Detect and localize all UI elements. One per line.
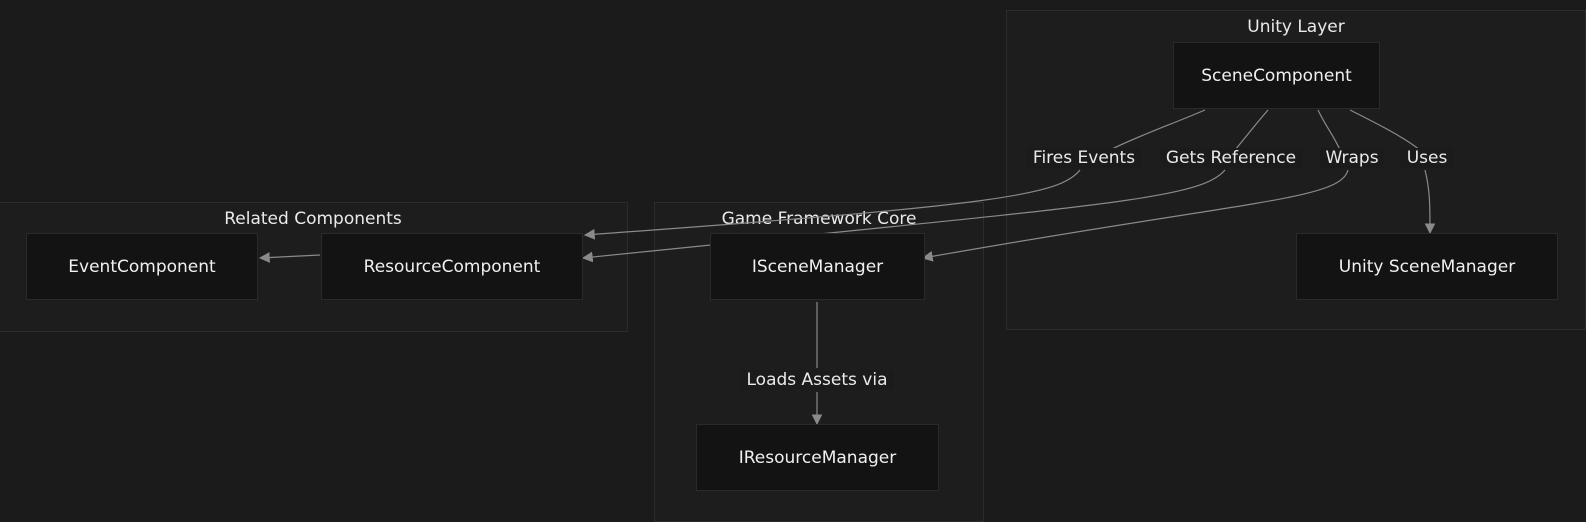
edge-label-gets-reference: Gets Reference [1159,148,1303,168]
edge-uses [1349,109,1430,233]
node-event-component[interactable]: EventComponent [26,233,258,300]
cluster-title-unity-layer: Unity Layer [1247,17,1345,37]
edge-resourcecomponent-to-eventcomponent [258,252,321,263]
edge-label-wraps: Wraps [1319,148,1385,168]
node-unity-scene-manager[interactable]: Unity SceneManager [1296,233,1558,300]
edge-label-loads-assets-via: Loads Assets via [740,370,894,390]
edge-label-uses: Uses [1400,148,1454,168]
cluster-title-related-components: Related Components [224,209,402,229]
cluster-title-game-framework-core: Game Framework Core [721,209,917,229]
edge-label-fires-events: Fires Events [1026,148,1142,168]
edge-gets-reference [583,109,1269,258]
node-scene-component[interactable]: SceneComponent [1173,42,1380,109]
edge-fires-events [585,109,1206,235]
node-iresource-manager[interactable]: IResourceManager [696,424,939,491]
edge-wraps [923,109,1349,258]
node-resource-component[interactable]: ResourceComponent [321,233,583,300]
node-iscene-manager[interactable]: ISceneManager [710,233,925,300]
